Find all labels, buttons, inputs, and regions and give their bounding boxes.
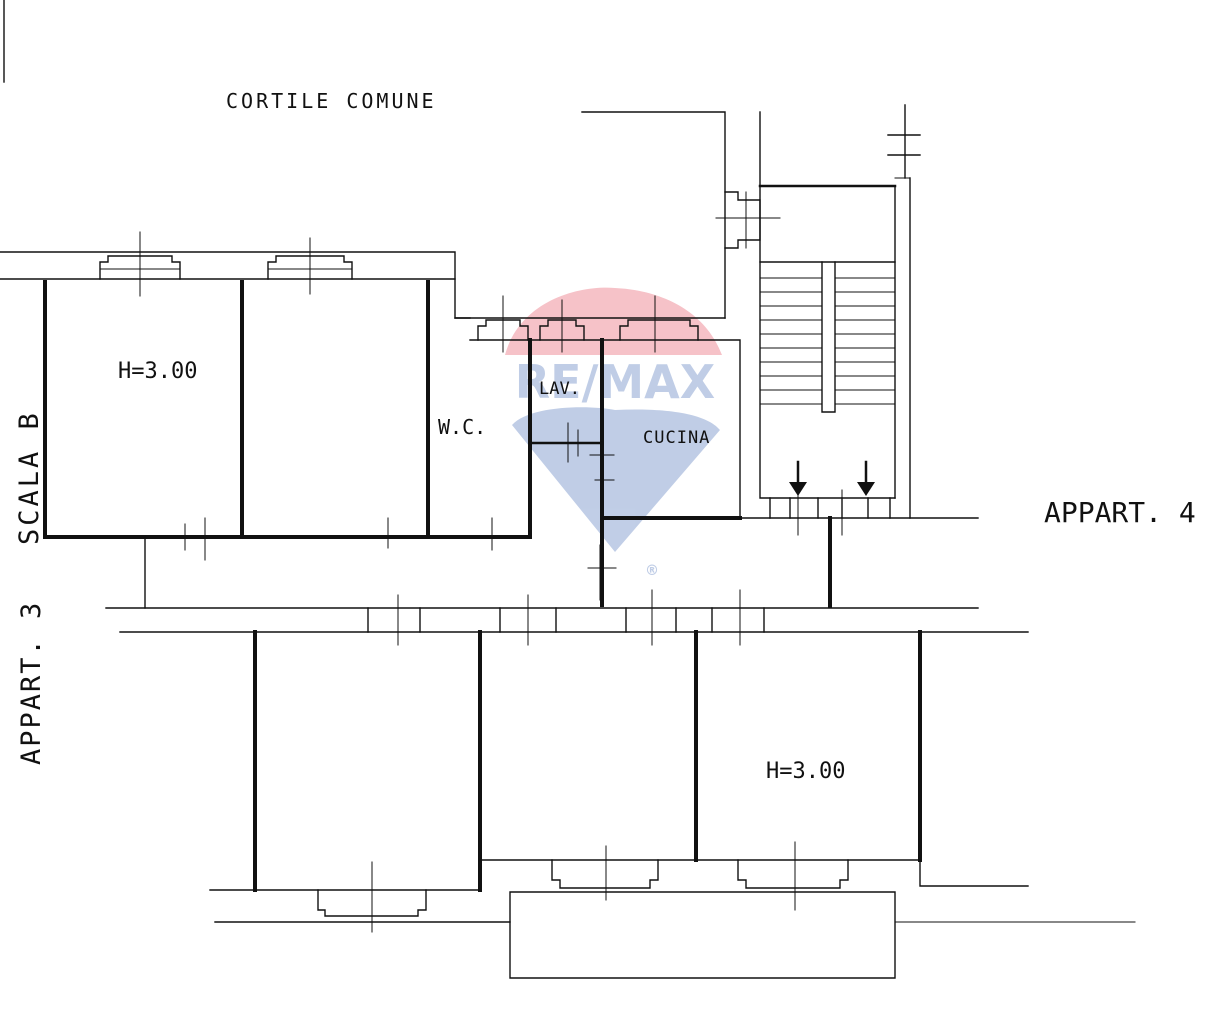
courtyard-facade bbox=[0, 111, 761, 519]
down-arrow-icon bbox=[789, 460, 807, 496]
room-height-label: H=3.00 bbox=[118, 359, 197, 384]
apartment-label-left: APPART. 3 bbox=[16, 601, 47, 765]
window-top-2 bbox=[267, 237, 353, 295]
watermark-text: RE/MAX bbox=[515, 355, 716, 409]
window-kitchen bbox=[619, 295, 699, 353]
lower-rooms bbox=[209, 630, 1136, 979]
watermark-balloon-top bbox=[505, 287, 722, 355]
window-lower-2 bbox=[551, 845, 659, 901]
laundry-label: LAV. bbox=[539, 379, 580, 399]
window-lower-3 bbox=[737, 841, 849, 911]
courtyard-label: CORTILE COMUNE bbox=[226, 89, 437, 113]
room-height-label: H=3.00 bbox=[766, 759, 845, 784]
window-top-1 bbox=[99, 231, 181, 297]
wc-label: W.C. bbox=[438, 415, 486, 439]
stair-label: SCALA B bbox=[14, 410, 45, 545]
corridor bbox=[105, 516, 1029, 646]
kitchen-label: CUCINA bbox=[643, 428, 710, 448]
watermark-registered: ® bbox=[645, 563, 659, 579]
apartment-label-right: APPART. 4 bbox=[1044, 496, 1196, 529]
staircase bbox=[715, 104, 921, 536]
upper-rooms bbox=[43, 280, 979, 607]
window-lower-1 bbox=[317, 861, 427, 933]
window-lav bbox=[539, 299, 585, 353]
down-arrow-icon bbox=[857, 460, 875, 496]
window-wc bbox=[477, 295, 529, 353]
